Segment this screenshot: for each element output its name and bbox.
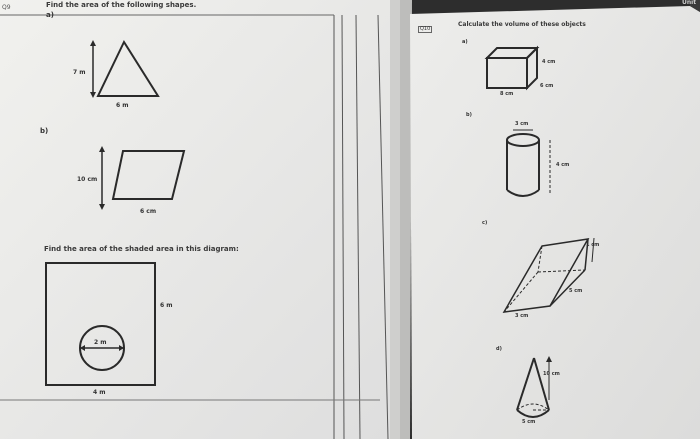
corner-text: Unit [682,0,697,6]
prism-hidden-edge [537,245,543,273]
prism-length-arrow [591,237,595,263]
arrow-head [99,146,105,152]
part-a-label: a) [46,11,54,19]
cuboid-width-label: 6 cm [540,83,554,89]
cylinder-bottom [506,189,540,197]
parallelogram-height-label: 10 cm [77,176,98,183]
cone-side [533,357,550,411]
corner-mark: Q9 [2,4,11,11]
page-edge-line [355,14,361,439]
triangle-height-label: 7 m [73,69,86,76]
part-b-label: b) [40,127,49,135]
parallelogram-base-label: 6 cm [140,208,157,215]
cone-height-label: 10 cm [543,371,560,377]
left-sheet [0,0,400,439]
circle-diameter-label: 2 m [94,339,107,346]
left-header: Find the area of the following shapes. [46,1,197,9]
right-part-b: b) [466,112,472,118]
cone-side [516,357,535,411]
arrow-head [90,92,96,98]
cuboid-side-face [526,45,538,91]
right-sheet [410,6,700,439]
shaded-bottom-label: 4 m [93,389,106,396]
left-sheet-shadow [390,0,400,439]
question-number: Q10 [418,26,433,33]
right-part-a: a) [462,39,468,45]
parallelogram-shape [111,150,186,200]
cone-base [516,409,550,418]
right-part-d: d) [496,346,502,352]
right-sheet-corner-shadow [690,0,700,12]
triangle-shape [96,39,160,97]
cuboid-height-label: 4 cm [542,59,556,65]
sheet-gap [400,0,412,439]
shaded-side-label: 6 m [160,302,173,309]
prism-bottom-label: 3 cm [515,313,529,319]
cylinder-height-label: 4 cm [556,162,570,168]
cuboid-length-label: 8 cm [500,91,514,97]
arrow-head [119,345,124,351]
triangle-base-label: 6 m [116,102,129,109]
arrow-head [99,204,105,210]
cylinder-top-label: 3 cm [515,121,529,127]
page-edge-line [377,14,389,439]
prism-hidden-edge [537,269,586,273]
page-edge-line [341,14,345,439]
right-header: Calculate the volume of these objects [458,21,586,28]
arrow-head [90,40,96,46]
arrow-head [80,345,85,351]
cone-base-hidden [516,403,550,411]
arrow-head [546,356,552,362]
prism-length-label: 1 cm [586,242,600,248]
prism-side-label: 5 cm [569,288,583,294]
shaded-rectangle [45,262,156,386]
prism-hidden-edge [503,271,539,313]
right-part-c: c) [482,220,488,226]
cone-base-label: 5 cm [522,419,536,425]
prism-edge [584,238,589,271]
prism-edge [549,269,586,307]
shaded-question: Find the area of the shaded area in this… [44,245,239,253]
